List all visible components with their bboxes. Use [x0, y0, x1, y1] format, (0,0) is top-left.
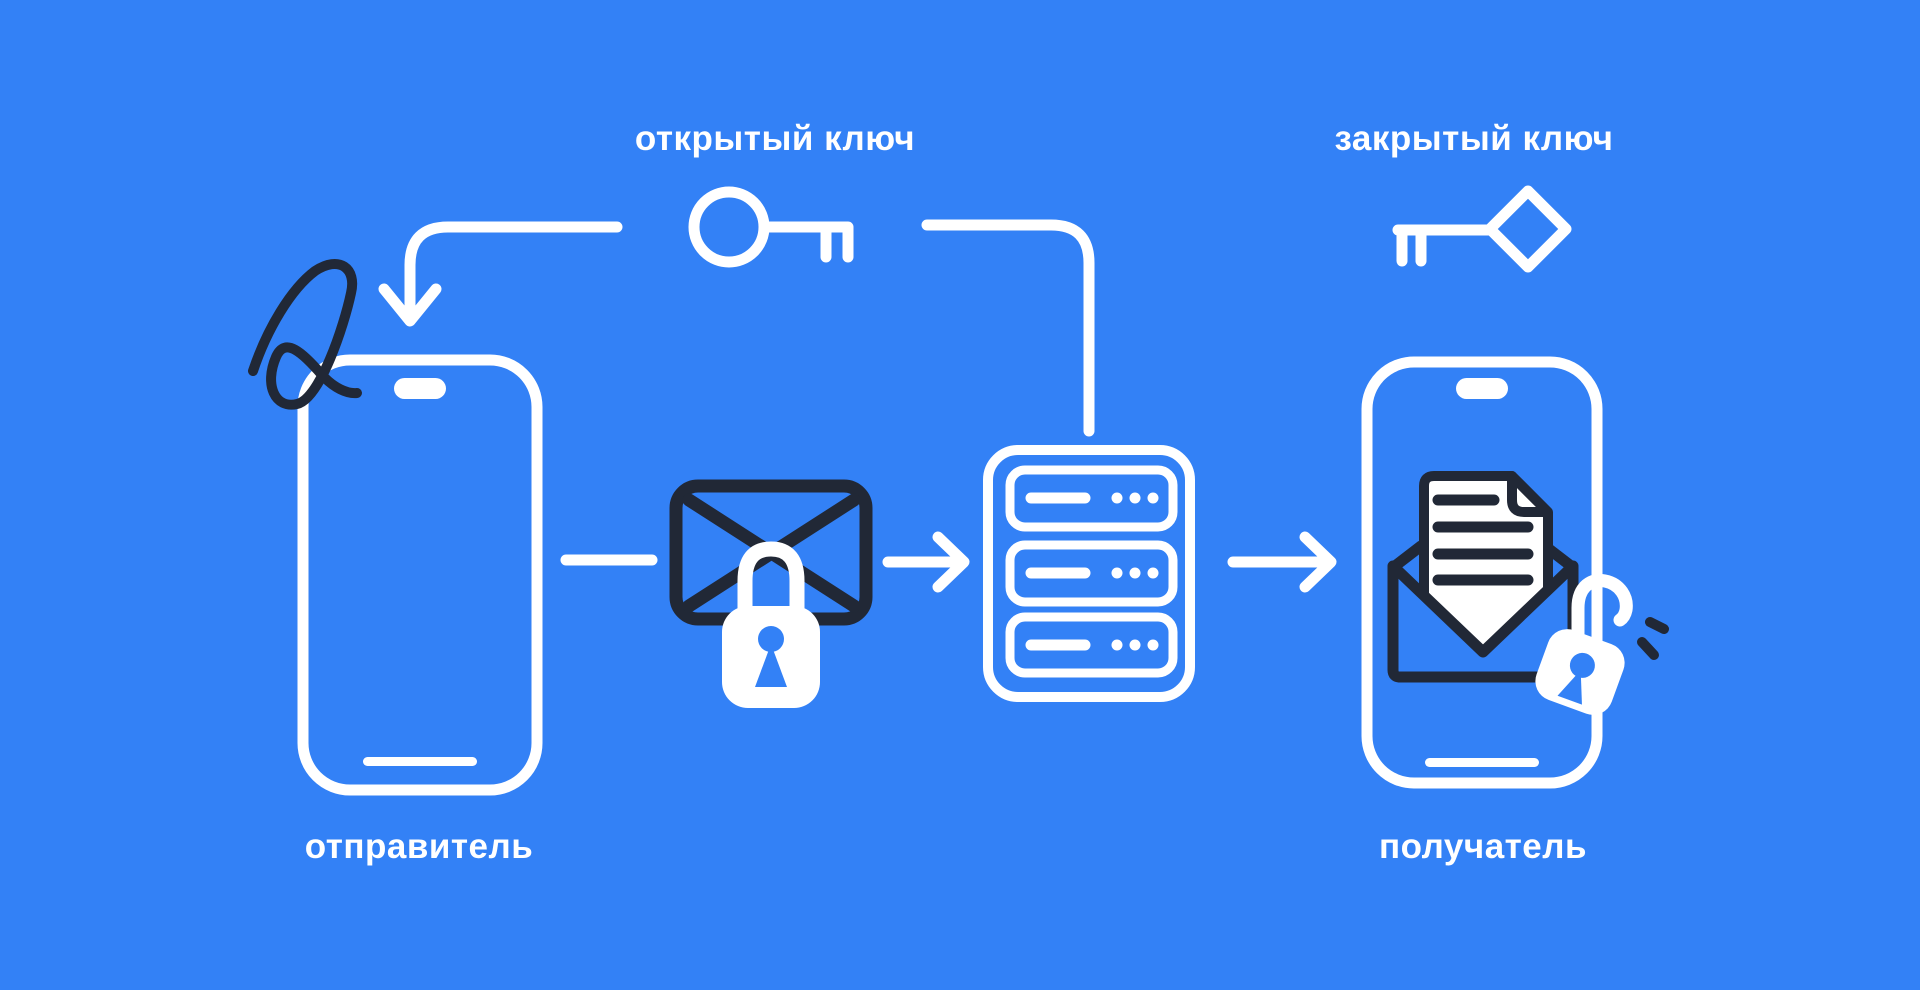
document-icon — [1419, 471, 1553, 648]
public-key-to-server-line — [921, 219, 1095, 437]
open-envelope-icon — [1387, 471, 1579, 683]
server-leds — [1111, 492, 1159, 651]
scribble-mark — [248, 259, 362, 410]
right-arrow-icon — [1227, 531, 1337, 593]
keyhole — [1569, 652, 1595, 678]
sender-phone-icon — [297, 354, 543, 796]
phone-notch — [1456, 378, 1508, 399]
unlocked-padlock-icon — [1535, 573, 1669, 715]
envelope-to-server-arrow — [882, 531, 970, 593]
private-key-icon — [1392, 185, 1572, 273]
private-key-label: закрытый ключ — [1334, 119, 1614, 158]
receiver-phone-icon — [1361, 356, 1603, 789]
unlock-sparkle-dashes — [1637, 617, 1669, 660]
server-to-receiver-arrow — [1227, 531, 1337, 593]
receiver-label: получатель — [1378, 827, 1588, 866]
keyhole — [758, 626, 784, 652]
public-key-label: открытый ключ — [634, 119, 916, 158]
phone-notch — [394, 378, 446, 399]
sender-label: отправитель — [304, 827, 534, 866]
right-arrow-icon — [882, 531, 970, 593]
phone-home-bar — [363, 757, 477, 766]
public-key-to-sender-line — [378, 221, 623, 327]
server-icon — [983, 445, 1195, 702]
locked-padlock-icon — [722, 541, 820, 708]
down-arrow-icon — [378, 283, 442, 327]
public-key-icon — [688, 186, 854, 268]
phone-home-bar — [1425, 758, 1539, 767]
